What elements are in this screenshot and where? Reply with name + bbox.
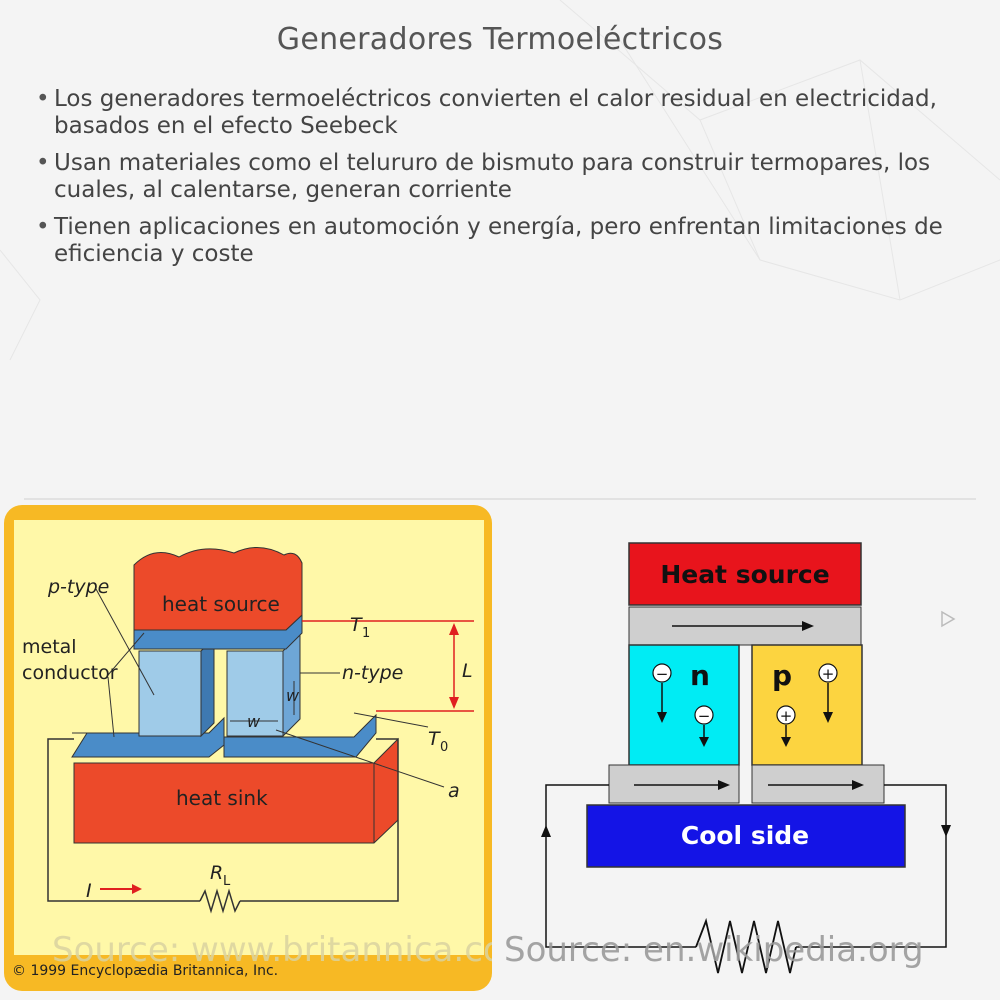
circuit-wire-right (240, 738, 399, 902)
bullet-item: •Los generadores termoeléctricos convier… (34, 86, 984, 140)
heat-source-label: Heat source (660, 560, 829, 589)
t0-label: T (428, 728, 441, 750)
electron-1-arrow-head (657, 712, 667, 723)
n-type-leg (628, 644, 740, 766)
electron-1 (652, 663, 672, 683)
electron-1-sign: − (656, 665, 669, 683)
metal-leader-bottom (107, 676, 115, 738)
l-label: L (462, 660, 473, 682)
wikipedia-diagram: Heat source n − − p + + Coo (504, 542, 951, 974)
hole-2-arrow-head (781, 737, 791, 747)
bullet-text: Los generadores termoeléctricos conviert… (54, 86, 937, 139)
current-label: I (86, 880, 92, 902)
resistor-label: R (210, 862, 223, 884)
load-resistor (199, 888, 241, 914)
hole-1 (818, 663, 838, 683)
p-type-leg-side (200, 637, 215, 738)
n-type-label: n-type (342, 662, 403, 684)
bullet-item: •Usan materiales como el telururo de bis… (34, 150, 984, 204)
p-type-label: p-type (47, 576, 109, 598)
britannica-source-watermark: Source: www.britannica.com (52, 930, 492, 970)
heat-source-block (628, 542, 862, 606)
a-label: a (448, 780, 460, 802)
circuit-arrow-down (941, 825, 951, 837)
heat-source-block (133, 547, 303, 631)
l-arrow-head-bottom (449, 697, 459, 709)
current-arrow-head (132, 884, 142, 894)
l-arrow-head-top (449, 623, 459, 635)
p-type-leader (95, 588, 155, 696)
wikipedia-source-watermark: Source: en.wikipedia.org (504, 930, 924, 970)
t1-subscript: 1 (362, 626, 370, 641)
load-resistor (695, 917, 797, 974)
britannica-diagram-panel: p-type metal conductor heat source heat … (4, 505, 492, 991)
electron-2-arrow-head (699, 737, 709, 747)
bullet-dot: • (36, 214, 50, 240)
electron-2-sign: − (698, 707, 711, 725)
metal-label: metal (22, 636, 77, 658)
w-horizontal-label: w (247, 712, 261, 731)
p-label: p (772, 659, 792, 692)
t0-subscript: 0 (440, 740, 448, 755)
britannica-diagram: p-type metal conductor heat source heat … (12, 520, 492, 979)
hole-1-sign: + (822, 665, 835, 683)
bottom-plate-right (751, 764, 885, 804)
wikipedia-diagram-panel: Heat source n − − p + + Coo (500, 505, 996, 995)
hole-2-sign: + (780, 707, 793, 725)
bullet-list: •Los generadores termoeléctricos convier… (34, 86, 984, 278)
p-type-leg (751, 644, 863, 766)
section-divider (24, 498, 976, 500)
bottom-left-arrow-head (718, 780, 730, 790)
conductor-label: conductor (22, 662, 118, 684)
n-type-leg (226, 650, 284, 737)
metal-leader-top (107, 632, 145, 676)
bullet-item: •Tienen aplicaciones en automoción y ene… (34, 214, 984, 268)
circuit-wire-left (545, 784, 696, 948)
bottom-plate-left (608, 764, 740, 804)
electron-2 (694, 705, 714, 725)
play-icon[interactable] (939, 610, 957, 628)
resistor-subscript: L (223, 874, 231, 889)
page-title: Generadores Termoeléctricos (276, 22, 724, 57)
circuit-wire-left (47, 738, 200, 902)
cool-side-block (586, 804, 906, 868)
bullet-dot: • (36, 86, 50, 112)
hole-1-arrow-head (823, 712, 833, 723)
n-label: n (690, 659, 710, 692)
heat-source-label: heat source (162, 592, 280, 616)
circuit-wire-right (796, 784, 947, 948)
top-plate-arrow-head (802, 621, 814, 631)
bullet-text: Usan materiales como el telururo de bism… (54, 150, 931, 203)
t0-leader (353, 712, 429, 728)
p-type-leg (138, 650, 202, 737)
circuit-arrow-up (541, 825, 551, 837)
heat-sink-label: heat sink (176, 786, 268, 810)
hole-2 (776, 705, 796, 725)
w-vertical-label: w (286, 686, 300, 705)
bottom-right-arrow-head (852, 780, 864, 790)
bullet-text: Tienen aplicaciones en automoción y ener… (54, 214, 943, 267)
bullet-dot: • (36, 150, 50, 176)
bottom-plate-right (223, 713, 377, 758)
cool-side-label: Cool side (681, 821, 809, 850)
britannica-copyright: © 1999 Encyclopædia Britannica, Inc. (12, 963, 278, 979)
a-leader (275, 729, 445, 788)
t1-label: T (350, 614, 363, 636)
